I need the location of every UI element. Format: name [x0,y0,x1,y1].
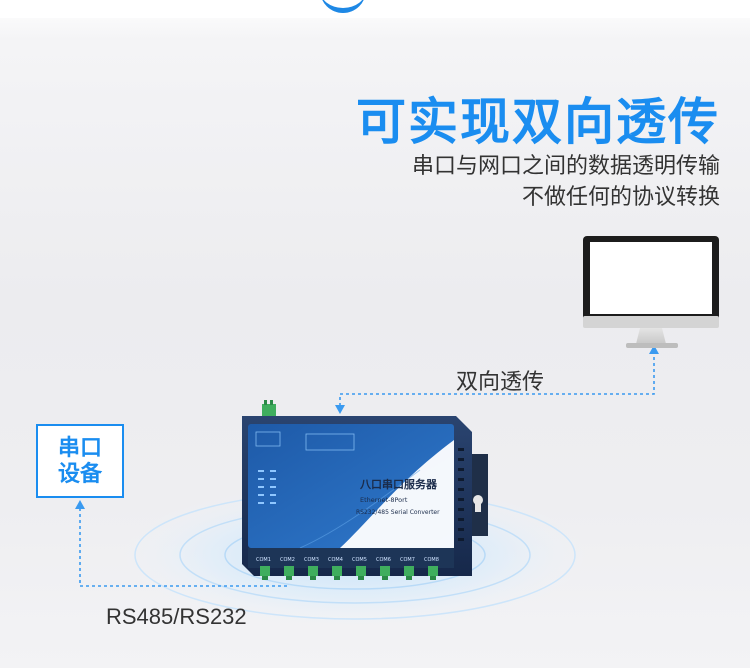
serial-protocol-label: RS485/RS232 [106,604,247,629]
port-label: COM4 [328,557,343,563]
top-arc-decoration [320,0,366,13]
port-label: COM5 [352,557,367,563]
subtitle-line-2: 不做任何的协议转换 [521,184,720,209]
serial-device-label-line-2: 设备 [57,461,102,486]
monitor-icon [583,236,719,348]
link-device-to-monitor [339,352,655,412]
panel-line-2: Ethernet-8Port [360,496,408,504]
serial-server-device [242,400,488,580]
arrow-to-monitor [649,345,659,354]
arrow-to-device [335,405,345,414]
port-label: COM8 [424,557,439,563]
port-label: COM2 [280,557,295,563]
serial-device-label-line-1: 串口 [57,435,102,460]
top-band [0,0,750,18]
link-serial-to-device [79,502,290,587]
port-label: COM7 [400,557,415,563]
panel-name: 八口串口服务器 [359,477,438,491]
bidirectional-label: 双向透传 [456,369,545,394]
serial-device-box: 串口 设备 [36,424,124,498]
page-title: 可实现双向透传 [356,94,720,150]
panel-line-3: RS232/485 Serial Converter [356,509,440,516]
subtitle-line-1: 串口与网口之间的数据透明传输 [411,153,720,178]
connection-lines [79,352,655,587]
arrowheads [75,345,659,509]
port-label: COM6 [376,557,391,563]
port-label: COM3 [304,557,319,563]
arrow-to-serial-device [75,500,85,509]
port-label: COM1 [256,557,271,563]
